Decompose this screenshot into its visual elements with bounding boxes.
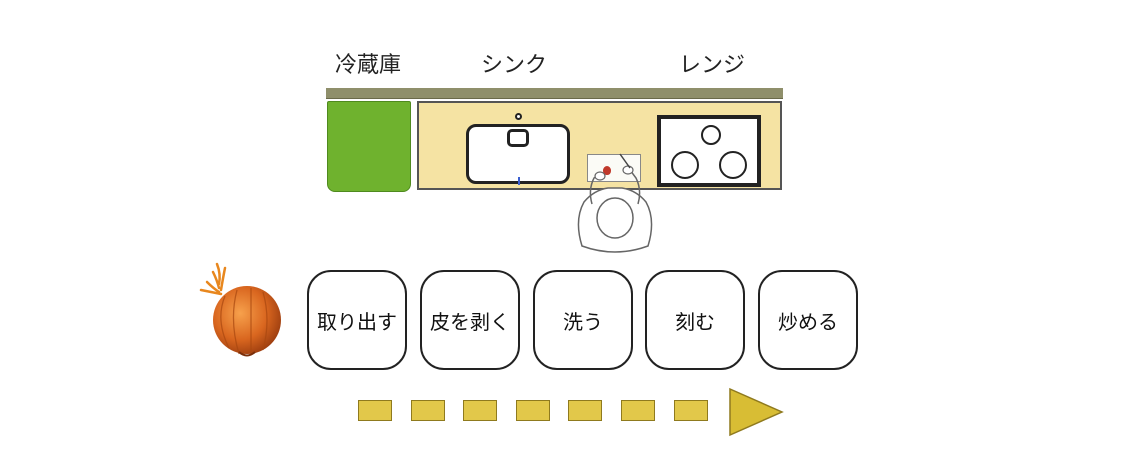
drain-icon <box>515 113 522 120</box>
onion-icon <box>199 262 281 357</box>
step-card-wash: 洗う <box>533 270 633 370</box>
step-label: 取り出す <box>317 309 397 334</box>
water-drop-icon <box>518 177 520 185</box>
onion-on-board-icon <box>603 166 611 175</box>
burner-left-icon <box>671 151 699 179</box>
progress-block <box>358 400 392 421</box>
arrow-right-icon <box>729 387 784 437</box>
fridge <box>327 101 411 192</box>
stove-label: レンジ <box>678 53 745 78</box>
countertop-edge <box>326 88 783 99</box>
progress-block <box>516 400 550 421</box>
step-label: 刻む <box>675 309 715 334</box>
progress-block <box>411 400 445 421</box>
step-card-stir-fry: 炒める <box>758 270 858 370</box>
burner-small-icon <box>701 125 721 145</box>
progress-block <box>463 400 497 421</box>
step-label: 皮を剥く <box>430 309 510 334</box>
sink-label: シンク <box>480 53 547 78</box>
step-card-peel: 皮を剥く <box>420 270 520 370</box>
burner-right-icon <box>719 151 747 179</box>
stove <box>657 115 761 187</box>
step-card-chop: 刻む <box>645 270 745 370</box>
progress-block <box>674 400 708 421</box>
progress-block <box>621 400 655 421</box>
step-card-take-out: 取り出す <box>307 270 407 370</box>
step-label: 炒める <box>778 309 838 334</box>
fridge-label: 冷蔵庫 <box>334 53 401 78</box>
sink <box>466 113 570 185</box>
progress-block <box>568 400 602 421</box>
faucet-icon <box>507 129 529 147</box>
person-top-view-icon <box>577 153 653 253</box>
knife-icon <box>619 153 631 169</box>
step-label: 洗う <box>563 309 603 334</box>
